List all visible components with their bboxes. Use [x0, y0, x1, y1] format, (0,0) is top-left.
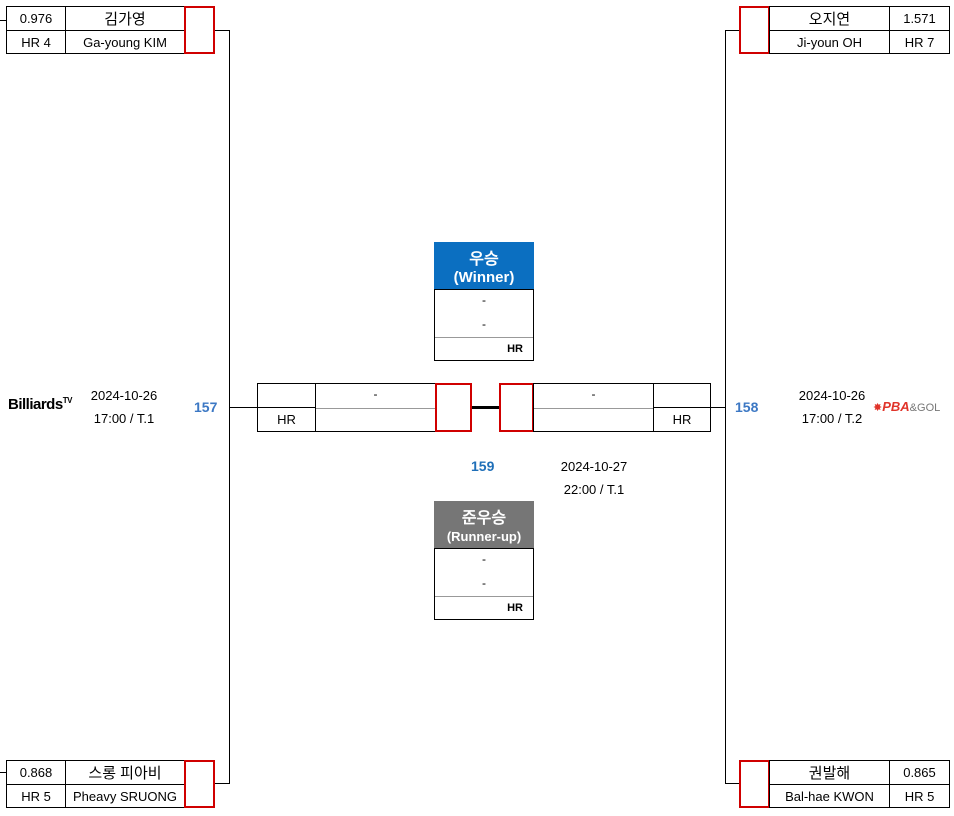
player-average: 0.868 — [6, 760, 66, 785]
final-score-box-right — [499, 383, 534, 432]
bracket-line — [215, 783, 229, 784]
runner-up-header: 준우승 (Runner-up) — [434, 501, 534, 549]
final-score-box-left — [435, 383, 472, 432]
player-name-english: Bal-hae KWON — [769, 784, 890, 808]
player-average: 1.571 — [889, 6, 950, 31]
bracket-line — [0, 20, 8, 21]
winner-header: 우승 (Winner) — [434, 242, 534, 290]
final-slot-left-blank — [257, 383, 316, 408]
player-hr: HR 5 — [889, 784, 950, 808]
player-name-korean: 스롱 피아비 — [65, 760, 185, 785]
score-box — [739, 6, 770, 54]
match-number: 157 — [194, 399, 218, 415]
winner-card: - - HR — [434, 289, 534, 361]
broadcaster-name: Billiards — [8, 396, 63, 413]
score-box — [184, 760, 215, 808]
peacock-icon: ✸ — [873, 402, 883, 414]
bracket-line — [725, 30, 739, 31]
final-slot-left-name-text: - — [316, 384, 435, 409]
runner-up-name-english: - — [482, 576, 486, 590]
match-number: 159 — [471, 458, 495, 474]
player-average: 0.976 — [6, 6, 66, 31]
winner-name-english: - — [482, 317, 486, 331]
winner-name-korean: - — [482, 293, 486, 307]
winner-hr: HR — [507, 343, 523, 355]
runner-up-name-korean: - — [482, 552, 486, 566]
player-name-korean: 오지연 — [769, 6, 890, 31]
bracket-line — [0, 772, 8, 773]
score-box — [739, 760, 770, 808]
winner-title-korean: 우승 — [469, 251, 499, 268]
match-date: 2024-10-26 — [90, 388, 158, 403]
player-name-english: Ga-young KIM — [65, 30, 185, 54]
final-slot-left-hr: HR — [257, 407, 316, 432]
final-slot-right-blank — [653, 383, 711, 408]
final-slot-right-hr: HR — [653, 407, 711, 432]
billiards-tv-logo: BilliardsTV — [8, 396, 72, 413]
bracket-line — [229, 407, 257, 408]
final-slot-right-name-text: - — [534, 384, 653, 409]
bracket-line — [725, 783, 739, 784]
player-name-korean: 권발해 — [769, 760, 890, 785]
match-number: 158 — [735, 399, 759, 415]
player-hr: HR 5 — [6, 784, 66, 808]
broadcaster-superscript: TV — [62, 396, 73, 405]
player-hr: HR 7 — [889, 30, 950, 54]
runner-up-title-korean: 준우승 — [461, 510, 507, 527]
player-name-korean: 김가영 — [65, 6, 185, 31]
final-slot-right-name: - — [533, 383, 654, 432]
runner-up-hr: HR — [507, 602, 523, 614]
runner-up-title-english: (Runner-up) — [446, 529, 522, 544]
player-name-english: Ji-youn OH — [769, 30, 890, 54]
match-time-table: 17:00 / T.1 — [93, 411, 155, 426]
match-date: 2024-10-27 — [560, 459, 628, 474]
pba-gol-logo: ✸PBA&GOL — [873, 399, 940, 414]
broadcaster-suffix: &GOL — [909, 402, 941, 414]
winner-title-english: (Winner) — [453, 269, 515, 286]
match-time-table: 22:00 / T.1 — [563, 482, 625, 497]
bracket-line — [215, 30, 229, 31]
broadcaster-name: PBA — [882, 399, 910, 414]
bracket-line — [711, 407, 726, 408]
final-connector — [472, 406, 499, 409]
player-name-english: Pheavy SRUONG — [65, 784, 185, 808]
player-hr: HR 4 — [6, 30, 66, 54]
match-date: 2024-10-26 — [798, 388, 866, 403]
match-time-table: 17:00 / T.2 — [801, 411, 863, 426]
runner-up-card: - - HR — [434, 548, 534, 620]
score-box — [184, 6, 215, 54]
final-slot-left-name: - — [315, 383, 436, 432]
player-average: 0.865 — [889, 760, 950, 785]
